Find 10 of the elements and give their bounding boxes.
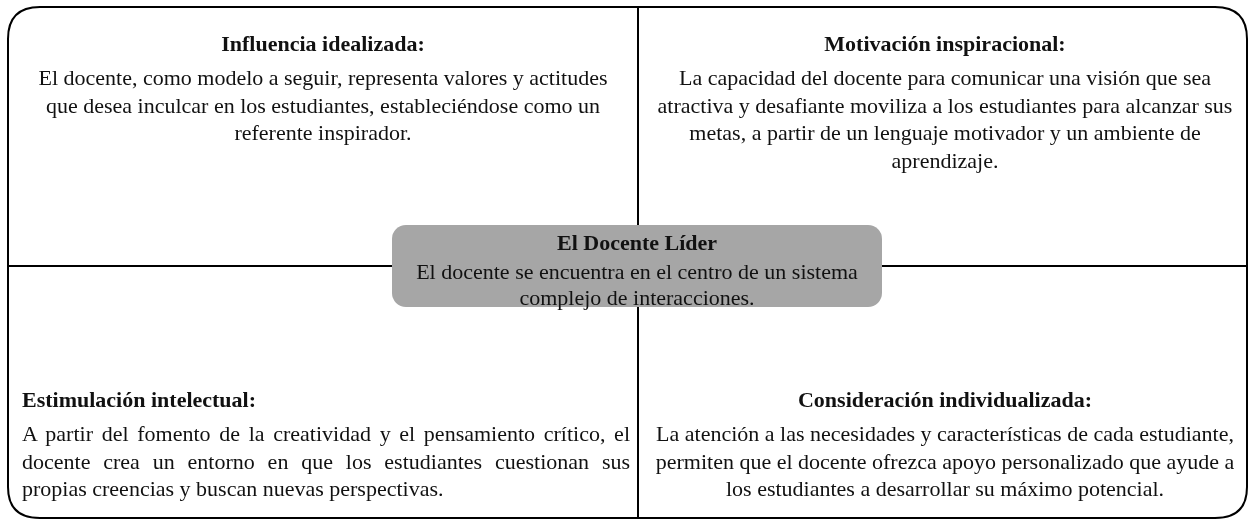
heading: El Docente Líder: [555, 229, 719, 257]
heading: Influencia idealizada:: [220, 30, 426, 58]
description: El docente se encuentra en el centro de un sistema complejo de interacciones.: [415, 259, 859, 311]
description: A partir del fomento de la creatividad y el pensamiento crítico, el docente crea un entorno en que los estudiantes cuestionan sus propias creencias y buscan nuevas perspectivas.: [22, 420, 630, 503]
heading: Motivación inspiracional:: [823, 30, 1067, 58]
description: La capacidad del docente para comunicar una visión que sea atractiva y desafiante moviliza a los estudiantes para alcanzar sus metas, a partir de un lenguaje motivador y un ambiente de aprendizaje.: [656, 64, 1234, 174]
description: La atención a las necesidades y características de cada estudiante, permiten que el docente ofrezca apoyo personalizado que ayude a los estudiantes a desarrollar su máximo potencial.: [654, 420, 1236, 503]
description: El docente, como modelo a seguir, representa valores y actitudes que desea inculcar en los estudiantes, estableciéndose como un referente inspirador.: [37, 64, 609, 147]
heading: Estimulación intelectual:: [22, 386, 258, 414]
heading: Consideración individualizada:: [797, 386, 1093, 414]
